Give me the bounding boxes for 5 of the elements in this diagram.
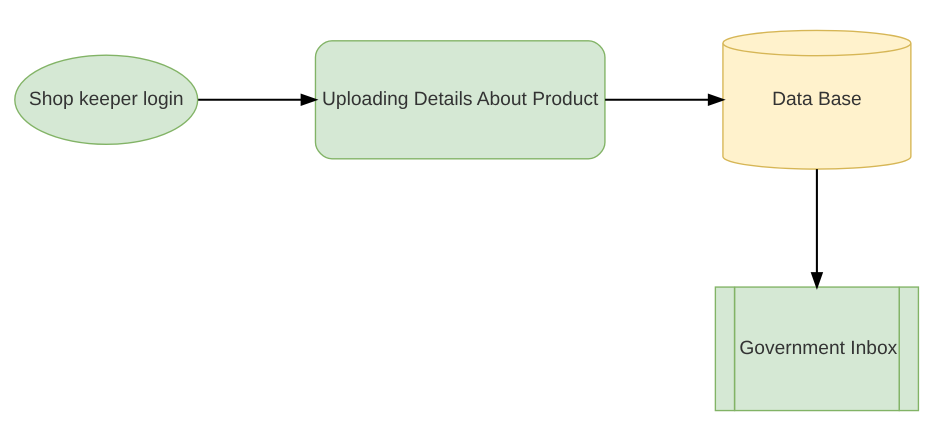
arrow bbox=[605, 94, 726, 106]
arrow bbox=[198, 94, 318, 106]
node-box: Uploading Details About Product bbox=[314, 40, 606, 160]
node-ellipse: Shop keeper login bbox=[14, 54, 198, 146]
arrow bbox=[810, 169, 824, 290]
